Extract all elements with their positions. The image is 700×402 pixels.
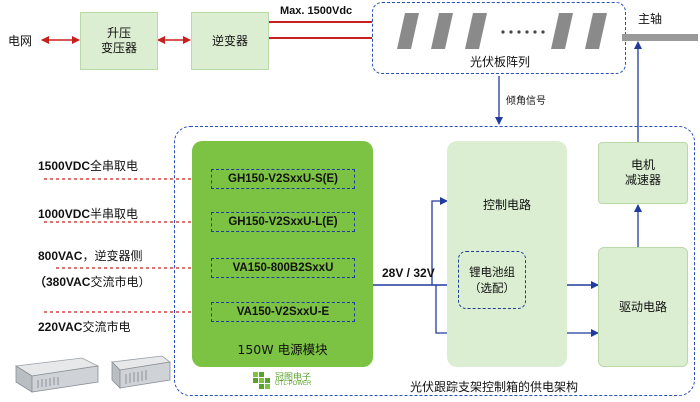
- module-item-1: GH150-V2SxxU-S(E): [211, 169, 355, 189]
- main-shaft-label: 主轴: [638, 12, 663, 26]
- battery-label-line2: （选配）: [469, 281, 515, 295]
- pv-dot-1: [501, 30, 505, 34]
- tilt-signal-label: 倾角信号: [506, 96, 546, 107]
- inverter-box: 逆变器: [191, 12, 269, 70]
- battery-box: 锂电池组 （选配）: [458, 251, 526, 309]
- diagram-caption: 光伏跟踪支架控制箱的供电架构: [410, 380, 579, 394]
- module-item-2: GH150-V2SxxU-L(E): [211, 212, 355, 232]
- pv-dot-5: [533, 30, 537, 34]
- pv-dot-3: [517, 30, 521, 34]
- drive-circuit-box: 驱动电路: [598, 247, 688, 367]
- input-label-800vac: 800VAC，逆变器侧: [38, 249, 143, 263]
- pv-panel-1: [397, 13, 419, 49]
- pv-panel-2: [431, 13, 453, 49]
- pv-dot-6: [541, 30, 545, 34]
- logo-name-en: GTL-POWER: [275, 381, 312, 387]
- company-logo: 冠图电子 GTL-POWER: [252, 370, 342, 392]
- input-label-1500vdc: 1500VDC全串取电: [38, 159, 139, 173]
- control-box-outline: [174, 126, 695, 396]
- pv-panel-4: [551, 13, 573, 49]
- battery-label-line1: 锂电池组: [469, 265, 515, 279]
- power-module-title: 150W 电源模块: [237, 342, 328, 357]
- input-label-1000vdc: 1000VDC半串取电: [38, 207, 139, 221]
- motor-reducer-box: 电机 减速器: [598, 142, 688, 204]
- motor-label-line1: 电机: [630, 158, 655, 172]
- motor-label-line2: 减速器: [624, 173, 661, 187]
- pv-array-box: 光伏板阵列: [372, 2, 626, 74]
- pv-dot-2: [509, 30, 513, 34]
- max-voltage-label: Max. 1500Vdc: [280, 5, 353, 17]
- main-shaft-bar: [622, 34, 698, 41]
- bus-voltage-label: 28V / 32V: [382, 266, 435, 280]
- pv-panels: [397, 13, 607, 49]
- pv-panel-3: [465, 13, 487, 49]
- pv-dot-4: [525, 30, 529, 34]
- transformer-label-line1: 升压: [106, 26, 131, 40]
- pv-array-label: 光伏板阵列: [469, 55, 530, 69]
- step-up-transformer-box: 升压 变压器: [80, 12, 158, 70]
- bus-control-arrow: [431, 197, 448, 285]
- grid-label: 电网: [8, 34, 33, 48]
- module-item-4: VA150-V2SxxU-E: [211, 302, 355, 322]
- inverter-label: 逆变器: [211, 33, 248, 48]
- pv-panel-5: [585, 13, 607, 49]
- module-item-3: VA150-800B2SxxU: [211, 258, 355, 278]
- logo-name-cn: 冠图电子: [275, 373, 312, 383]
- transformer-label-line2: 变压器: [100, 41, 137, 55]
- product-photo-1: [14, 357, 100, 393]
- drive-circuit-label: 驱动电路: [618, 299, 667, 314]
- logo-mark-icon: [253, 372, 270, 389]
- input-label-220vac: 220VAC交流市电: [38, 320, 131, 334]
- input-label-380vac: （380VAC交流市电）: [34, 275, 151, 289]
- control-circuit-label: 控制电路: [482, 198, 531, 212]
- product-photo-2: [111, 355, 171, 389]
